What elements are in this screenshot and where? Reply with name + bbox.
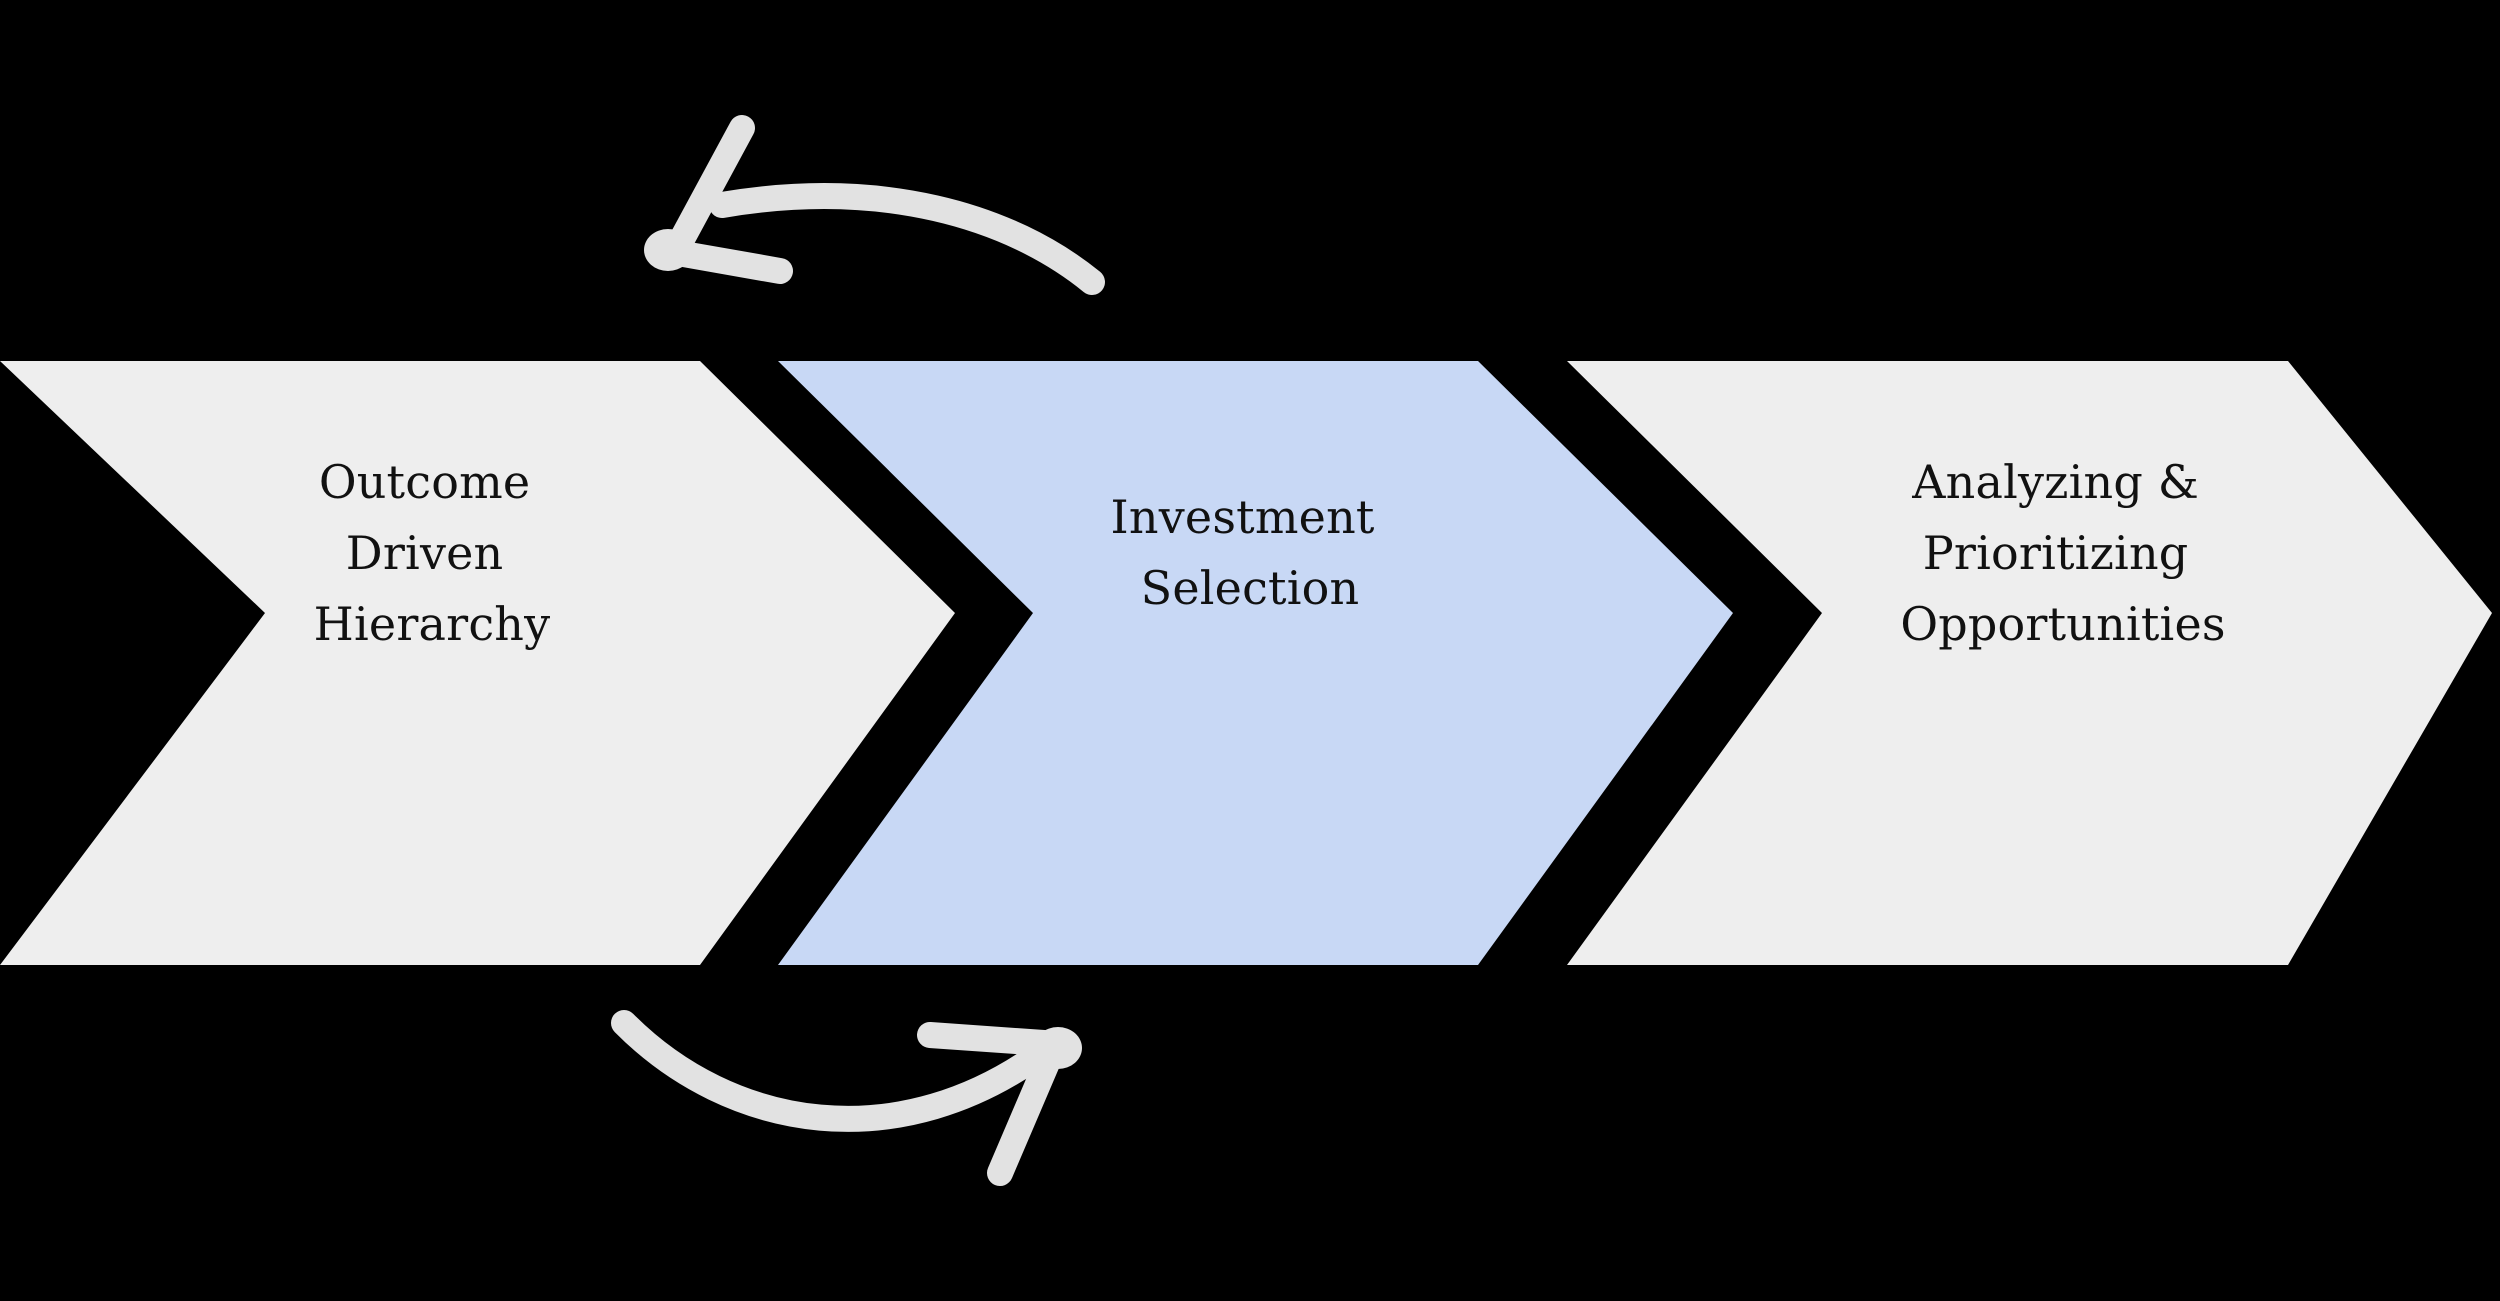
step-3-label: Analyzing & Prioritizing Opportunities (1900, 455, 2225, 651)
feedback-arrow-top-tip (644, 229, 692, 271)
step-3-label-line-1: Analyzing & (1911, 455, 2199, 509)
feedback-arrow-bottom-tip (1034, 1027, 1082, 1069)
step-3-label-line-3: Opportunities (1900, 597, 2225, 651)
step-1-label: Outcome Driven Hierarchy (314, 455, 551, 651)
step-2-label-line-2: Selection (1141, 561, 1360, 615)
step-2-chevron-shape[interactable] (778, 361, 1733, 965)
step-2-label: Investment Selection (1111, 490, 1390, 615)
feedback-arrow-top-shaft (709, 183, 1105, 295)
feedback-arrow-top-head-upper (662, 115, 755, 265)
feedback-arrow-top (644, 115, 1105, 295)
step-2-label-line-1: Investment (1111, 490, 1375, 544)
step-3-label-line-2: Prioritizing (1923, 526, 2189, 580)
step-3-chevron-shape[interactable] (1567, 361, 2492, 965)
step-1-label-line-2: Driven (346, 526, 504, 580)
step-2-investment-selection[interactable]: Investment Selection (778, 361, 1733, 965)
feedback-arrow-bottom (611, 1010, 1082, 1186)
step-1-label-line-1: Outcome (319, 455, 531, 509)
step-3-analyzing-prioritizing-opportunities[interactable]: Analyzing & Prioritizing Opportunities (1567, 361, 2492, 965)
step-1-label-line-3: Hierarchy (314, 597, 551, 651)
step-1-chevron-shape[interactable] (0, 361, 955, 965)
feedback-arrow-bottom-shaft (611, 1010, 1061, 1132)
step-1-outcome-driven-hierarchy[interactable]: Outcome Driven Hierarchy (0, 361, 955, 965)
